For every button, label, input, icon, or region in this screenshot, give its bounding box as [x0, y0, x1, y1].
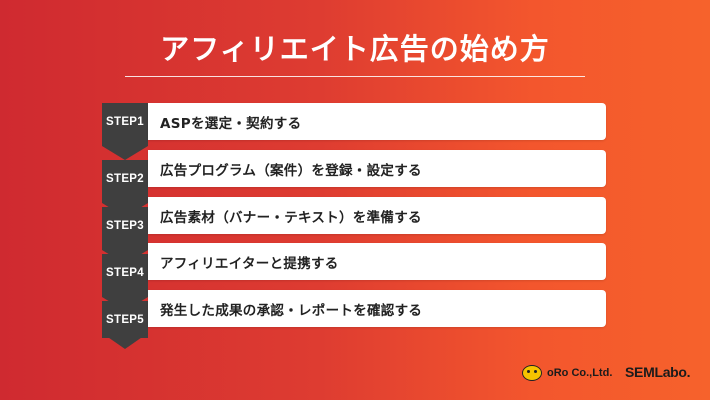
- page-title: アフィリエイト広告の始め方: [160, 32, 550, 66]
- step-label-3: STEP3: [102, 207, 148, 244]
- oro-logo-text: oRo Co.,Ltd.: [547, 367, 613, 379]
- step-card-4: アフィリエイターと提携する: [148, 243, 606, 280]
- title-divider: [125, 76, 585, 77]
- oro-face-icon: [522, 365, 542, 381]
- step-chevron-1: [102, 140, 148, 160]
- step-label-4: STEP4: [102, 254, 148, 291]
- step-text-5: 発生した成果の承認・レポートを確認する: [160, 302, 423, 319]
- step-text-3: 広告素材（バナー・テキスト）を準備する: [160, 209, 422, 226]
- step-text-4: アフィリエイターと提携する: [160, 255, 339, 272]
- step-card-2: 広告プログラム（案件）を登録・設定する: [148, 150, 606, 187]
- step-card-1: ASPを選定・契約する: [148, 103, 606, 140]
- semlabo-logo: SEMLabo.: [625, 364, 691, 380]
- oro-logo: oRo Co.,Ltd.: [522, 363, 612, 383]
- step-card-5: 発生した成果の承認・レポートを確認する: [148, 290, 606, 327]
- step-label-2: STEP2: [102, 160, 148, 197]
- step-text-1: ASPを選定・契約する: [160, 115, 302, 132]
- step-label-1: STEP1: [102, 103, 148, 140]
- step-label-5: STEP5: [102, 301, 148, 338]
- step-text-2: 広告プログラム（案件）を登録・設定する: [160, 162, 422, 179]
- step-chevron-5: [102, 333, 148, 349]
- step-card-3: 広告素材（バナー・テキスト）を準備する: [148, 197, 606, 234]
